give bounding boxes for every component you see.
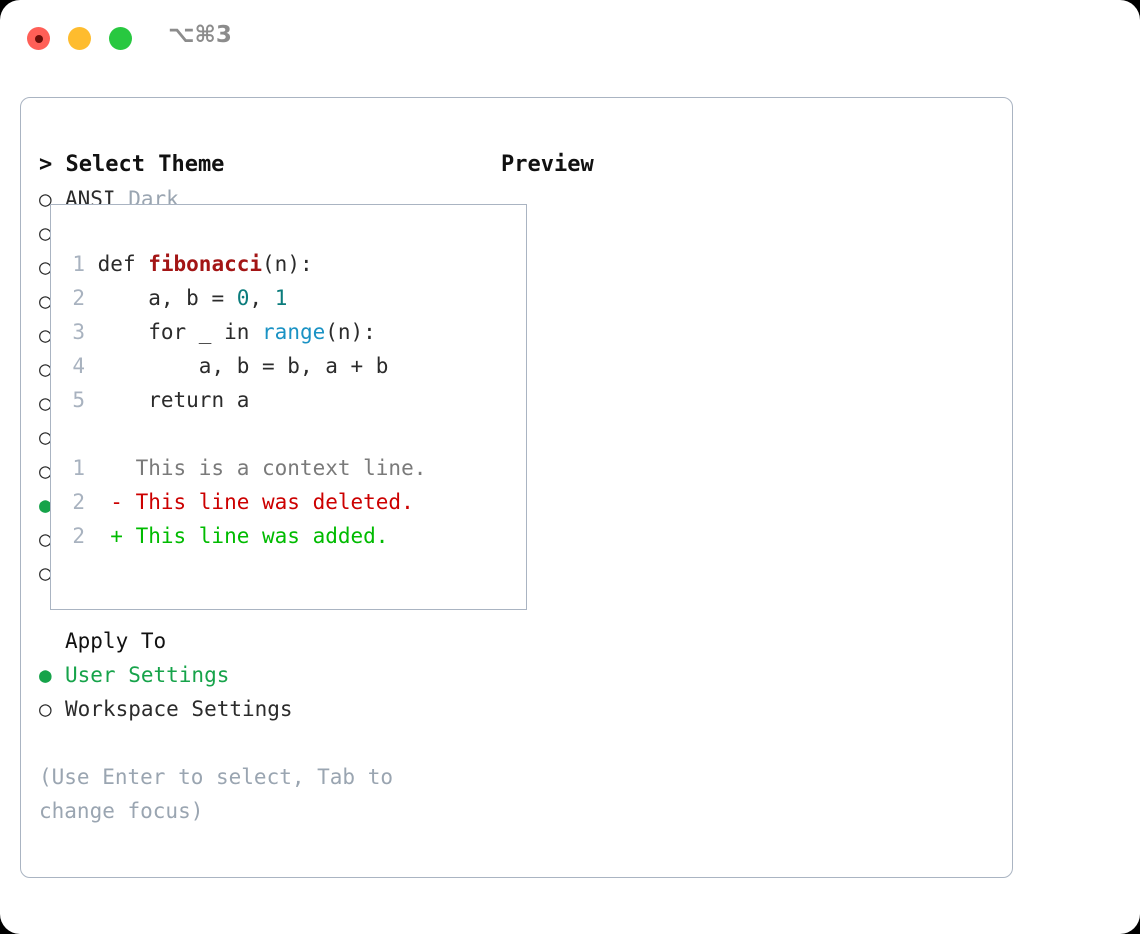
code-token-plain: def — [97, 252, 149, 276]
code-token-plain: (n): — [325, 320, 376, 344]
code-token-plain: a, b = — [97, 286, 237, 310]
line-number: 2 — [72, 524, 85, 548]
code-line: 1 def fibonacci(n): — [63, 247, 520, 281]
apply-to-option-label: User Settings — [65, 663, 230, 687]
diff-line-text: - This line was deleted. — [85, 490, 414, 514]
code-token-plain: a, b = b, a + b — [97, 354, 389, 378]
code-token-call: range — [262, 320, 326, 344]
code-line: 3 for _ in range(n): — [63, 315, 520, 349]
radio-unselected-icon: ○ — [39, 357, 52, 381]
line-gutter-space — [85, 320, 98, 344]
radio-unselected-icon: ○ — [39, 187, 52, 211]
line-number: 1 — [72, 252, 85, 276]
radio-unselected-icon: ○ — [39, 391, 52, 415]
diff-line-added: 2 + This line was added. — [63, 519, 520, 553]
zoom-button-icon[interactable] — [109, 27, 132, 50]
radio-unselected-icon: ○ — [39, 527, 52, 551]
apply-to-option-user-settings[interactable]: ● User Settings — [39, 658, 479, 692]
apply-to-option-label: Workspace Settings — [65, 697, 293, 721]
line-number: 5 — [72, 388, 85, 412]
line-gutter-space — [85, 286, 98, 310]
radio-unselected-icon: ○ — [39, 459, 52, 483]
line-gutter-space — [85, 252, 98, 276]
radio-selected-icon: ● — [39, 663, 52, 687]
apply-to-heading: Apply To — [65, 629, 167, 653]
code-line: 5 return a — [63, 383, 520, 417]
code-token-plain: return a — [97, 388, 250, 412]
diff-sample: 1 This is a context line.2 - This line w… — [63, 451, 520, 553]
code-spacer — [63, 417, 520, 451]
apply-to-option-workspace-settings[interactable]: ○ Workspace Settings — [39, 692, 479, 726]
keyboard-shortcut-label: ⌥⌘3 — [168, 22, 232, 48]
code-line: 4 a, b = b, a + b — [63, 349, 520, 383]
radio-unselected-icon: ○ — [39, 697, 52, 721]
radio-unselected-icon: ○ — [39, 289, 52, 313]
code-token-number: 1 — [274, 286, 288, 310]
diff-line-text: This is a context line. — [85, 456, 427, 480]
code-token-function: fibonacci — [148, 252, 263, 276]
apply-to-list[interactable]: ● User Settings ○ Workspace Settings — [39, 658, 479, 726]
minimize-button-icon[interactable] — [68, 27, 91, 50]
preview-column: Preview — [501, 148, 996, 182]
radio-unselected-icon: ○ — [39, 425, 52, 449]
code-token-number: 0 — [236, 286, 250, 310]
diff-line-context: 1 This is a context line. — [63, 451, 520, 485]
radio-unselected-icon: ○ — [39, 561, 52, 585]
line-number: 2 — [72, 490, 85, 514]
content-panel: > Select Theme ○ANSI Dark○Atom One Dark○… — [20, 97, 1013, 878]
code-token-plain: (n): — [262, 252, 313, 276]
line-number: 2 — [72, 286, 85, 310]
code-token-plain: for _ in — [97, 320, 263, 344]
diff-line-deleted: 2 - This line was deleted. — [63, 485, 520, 519]
line-number: 4 — [72, 354, 85, 378]
title-bar: ⌥⌘3 — [0, 0, 1140, 78]
close-button-icon[interactable] — [27, 27, 50, 50]
line-gutter-space — [85, 388, 98, 412]
radio-unselected-icon: ○ — [39, 255, 52, 279]
code-line: 2 a, b = 0, 1 — [63, 281, 520, 315]
radio-unselected-icon: ○ — [39, 221, 52, 245]
select-theme-heading: > Select Theme — [39, 152, 225, 177]
keyboard-hint-text: (Use Enter to select, Tab to change focu… — [39, 765, 394, 823]
diff-line-text: + This line was added. — [85, 524, 389, 548]
preview-heading: Preview — [501, 152, 594, 177]
traffic-light-buttons — [27, 27, 132, 50]
radio-unselected-icon: ○ — [39, 323, 52, 347]
line-number: 3 — [72, 320, 85, 344]
radio-selected-icon: ● — [39, 493, 52, 517]
line-gutter-space — [85, 354, 98, 378]
line-number: 1 — [72, 456, 85, 480]
code-token-plain: , — [249, 286, 275, 310]
